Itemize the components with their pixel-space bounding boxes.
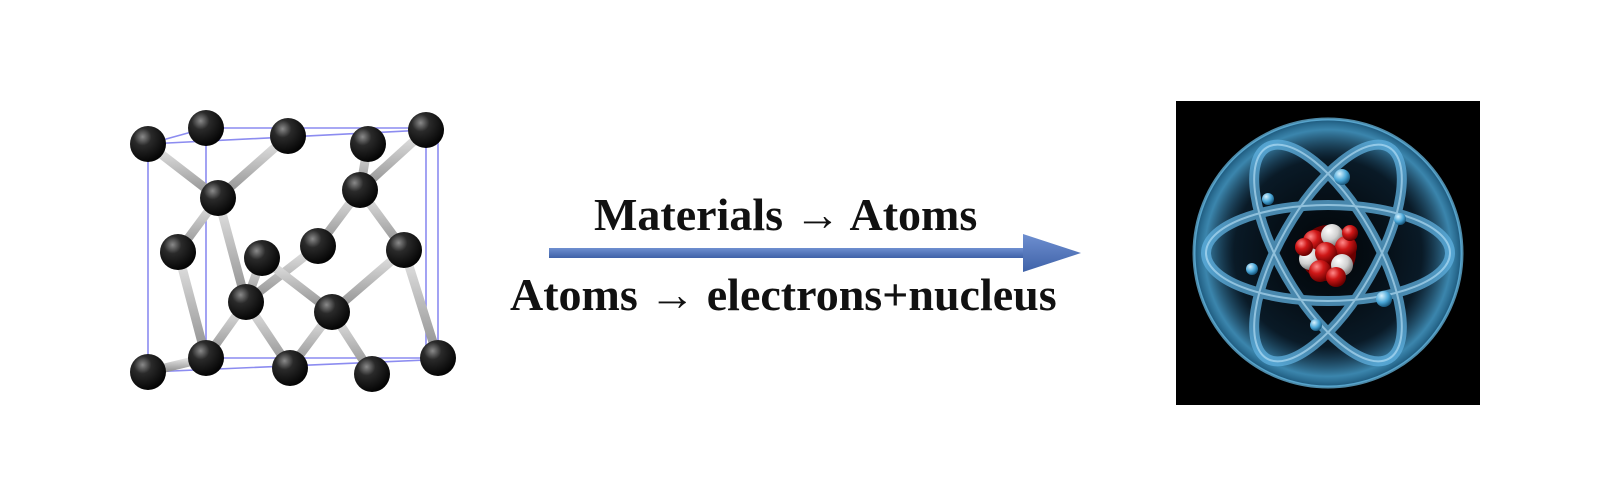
crystal-lattice-icon bbox=[130, 110, 456, 392]
right-arrow-icon bbox=[549, 234, 1081, 272]
arrow-label-top: Materials → Atoms bbox=[594, 189, 978, 240]
atom-model-icon bbox=[1176, 101, 1480, 405]
atoms bbox=[130, 110, 456, 392]
arrow-label-bottom: Atoms → electrons+nucleus bbox=[510, 269, 1057, 320]
electrons bbox=[1246, 169, 1406, 331]
nucleus bbox=[1295, 224, 1358, 287]
